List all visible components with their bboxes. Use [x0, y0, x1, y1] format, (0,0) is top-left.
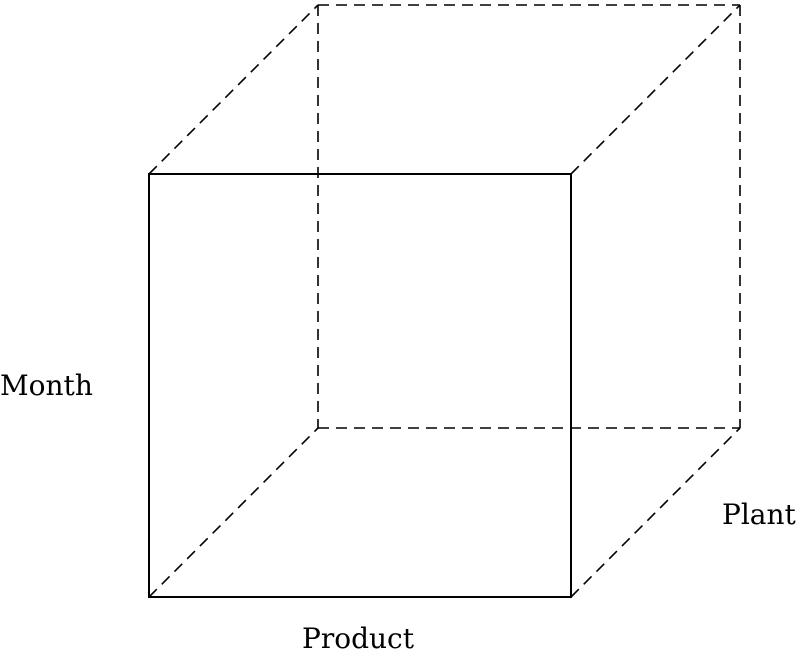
depth-edge-bottom-right — [570, 427, 741, 598]
month-axis-label: Month — [0, 369, 93, 402]
front-face — [148, 173, 572, 598]
product-axis-label: Product — [302, 622, 414, 655]
depth-edge-bottom-left — [148, 427, 319, 598]
depth-edge-top-right — [570, 4, 741, 175]
depth-edge-top-left — [148, 4, 319, 175]
plant-axis-label: Plant — [722, 498, 796, 531]
